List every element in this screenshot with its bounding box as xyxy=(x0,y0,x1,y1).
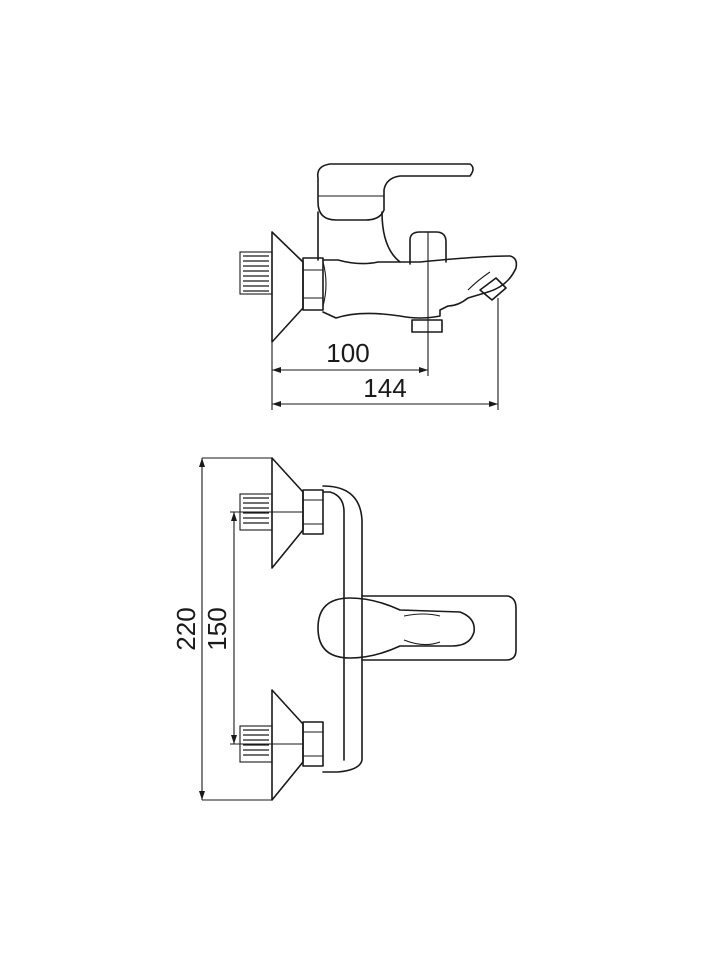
side-inlet-thread xyxy=(239,251,273,295)
dimension-144: 144 xyxy=(272,298,499,410)
dimension-100: 100 xyxy=(271,322,429,410)
dimension-150-label: 150 xyxy=(202,607,232,650)
front-mixer-body xyxy=(322,485,363,773)
dimension-150: 150 xyxy=(202,511,303,745)
side-cartridge xyxy=(317,211,401,263)
front-bottom-hex-nut xyxy=(302,721,324,767)
side-mixer-body xyxy=(322,255,518,319)
side-lever-handle xyxy=(316,163,474,221)
side-spout-outlet xyxy=(467,271,507,301)
side-wall-flange xyxy=(271,231,304,343)
dimension-220: 220 xyxy=(171,457,272,801)
dimension-100-label: 100 xyxy=(326,338,369,368)
front-bottom-flange xyxy=(271,689,304,801)
front-spout xyxy=(361,595,517,661)
side-view: 100 144 xyxy=(239,163,518,410)
side-diverter-knob xyxy=(409,231,447,333)
front-lever-handle xyxy=(317,597,476,659)
front-top-flange xyxy=(271,457,304,569)
dimension-144-label: 144 xyxy=(363,373,406,403)
front-view: 220 150 xyxy=(171,457,517,801)
front-top-hex-nut xyxy=(302,489,324,535)
side-hex-nut xyxy=(302,257,327,311)
dimension-220-label: 220 xyxy=(171,607,201,650)
